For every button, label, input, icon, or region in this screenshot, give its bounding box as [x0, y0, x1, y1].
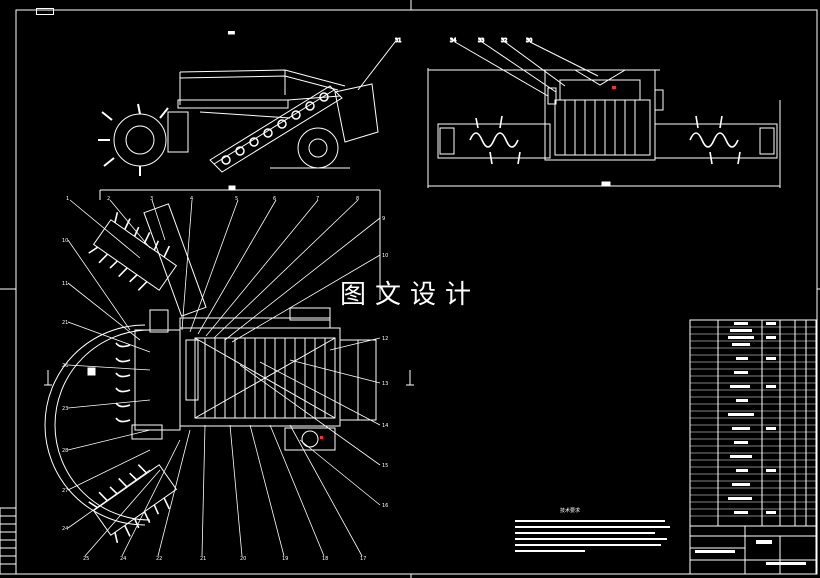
svg-text:12: 12 [382, 336, 388, 342]
svg-text:1: 1 [66, 196, 69, 202]
rear-elevation-view: 34 33 32 30 [427, 38, 781, 188]
svg-text:23: 23 [62, 406, 68, 412]
svg-text:▪▪: ▪▪ [228, 30, 235, 36]
svg-text:13: 13 [382, 381, 388, 387]
svg-text:5: 5 [235, 196, 238, 202]
svg-text:10: 10 [382, 253, 388, 259]
svg-text:14: 14 [382, 423, 388, 429]
svg-text:21: 21 [62, 320, 68, 326]
drawing-number-tag [36, 8, 54, 15]
svg-text:4: 4 [190, 196, 193, 202]
svg-text:技术要求: 技术要求 [560, 507, 580, 514]
svg-text:30: 30 [526, 38, 532, 44]
svg-text:2: 2 [107, 196, 110, 202]
svg-text:11: 11 [62, 281, 68, 287]
svg-text:21: 21 [200, 556, 206, 562]
svg-text:20: 20 [240, 556, 246, 562]
svg-text:10: 10 [62, 238, 68, 244]
parts-list-table [689, 319, 817, 575]
svg-text:17: 17 [360, 556, 366, 562]
svg-text:28: 28 [62, 448, 68, 454]
svg-text:3: 3 [150, 196, 153, 202]
svg-text:33: 33 [478, 38, 484, 44]
sheet-border [15, 9, 818, 575]
svg-text:26: 26 [62, 363, 68, 369]
svg-text:32: 32 [501, 38, 507, 44]
svg-text:34: 34 [450, 38, 456, 44]
accent-marks [320, 86, 616, 439]
technical-notes: 技术要求 [515, 507, 670, 552]
svg-text:24: 24 [120, 556, 126, 562]
svg-text:9: 9 [382, 216, 385, 222]
svg-text:6: 6 [273, 196, 276, 202]
svg-text:31: 31 [395, 38, 401, 44]
svg-text:22: 22 [156, 556, 162, 562]
svg-text:25: 25 [83, 556, 89, 562]
svg-text:7: 7 [316, 196, 319, 202]
svg-text:19: 19 [282, 556, 288, 562]
svg-text:8: 8 [356, 196, 359, 202]
svg-text:24: 24 [62, 526, 68, 532]
revision-block [0, 507, 17, 575]
svg-text:18: 18 [322, 556, 328, 562]
svg-text:27: 27 [62, 488, 68, 494]
svg-text:15: 15 [382, 463, 388, 469]
side-elevation-view: ▪▪ [98, 30, 402, 176]
svg-text:16: 16 [382, 503, 388, 509]
watermark-text: 图文设计 [340, 280, 481, 310]
